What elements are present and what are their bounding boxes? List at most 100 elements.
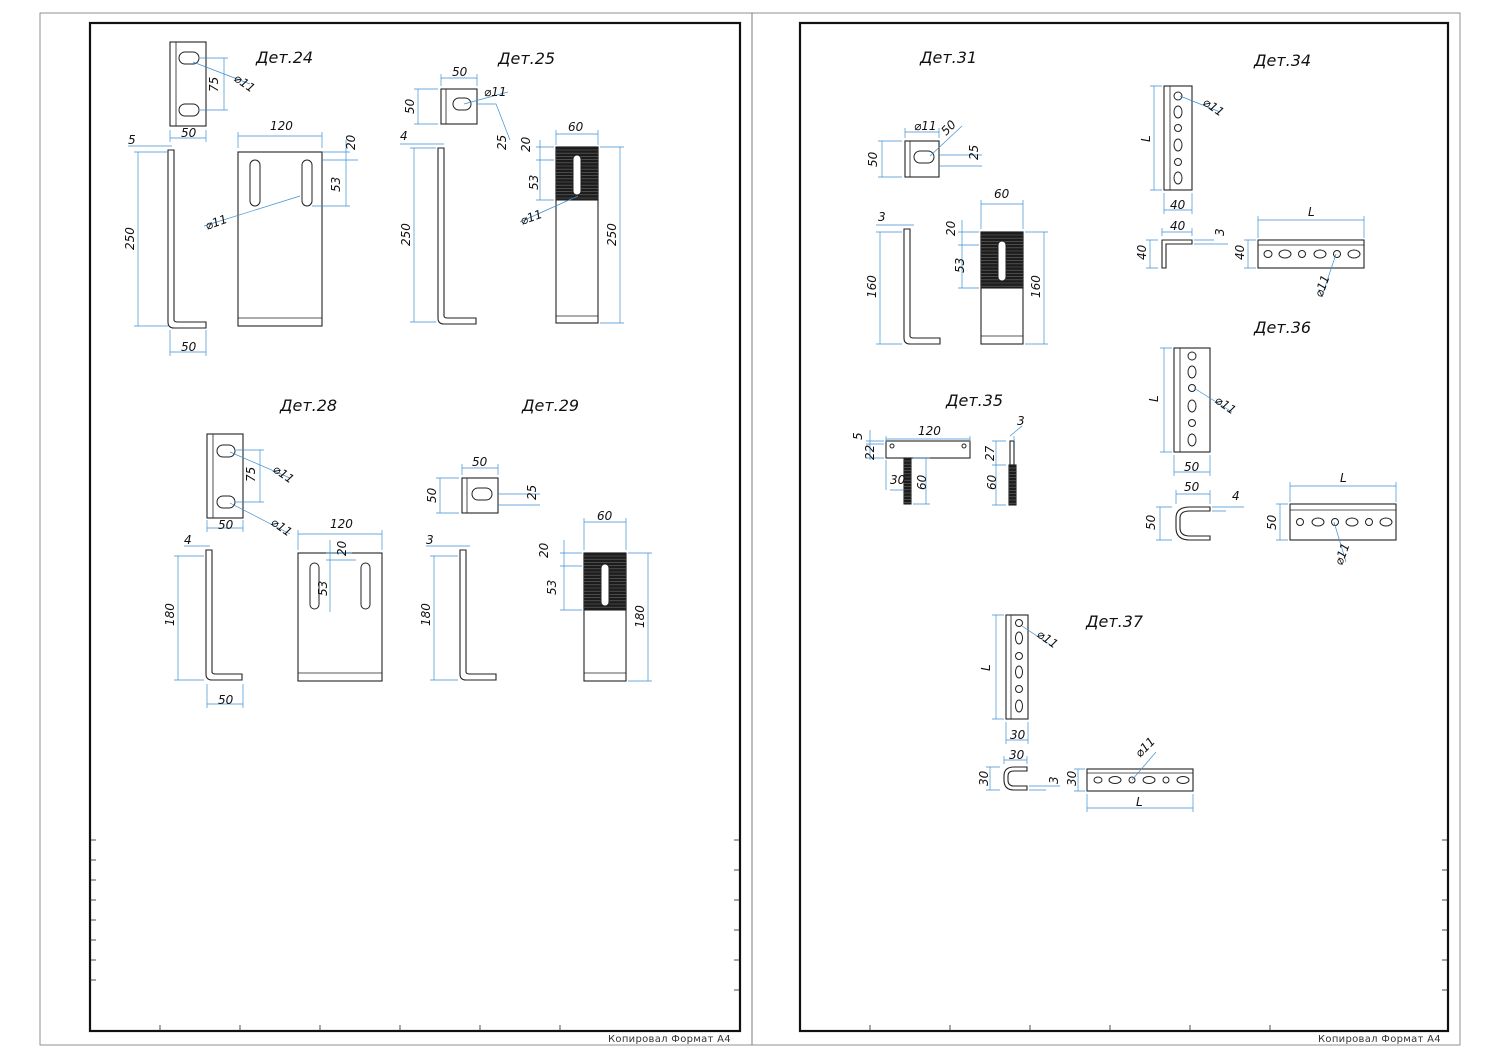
part-det28: Дет.28 75 ⌀11 50 ⌀11 4 180 50 120 20 53 <box>163 396 383 708</box>
sheet-right-stamp: Копировал Формат А4 <box>1318 1034 1441 1045</box>
dim-label: 20 <box>335 540 349 556</box>
part-det36: Дет.36 L ⌀11 50 50 50 4 L 50 <box>1144 318 1397 567</box>
part-det35-hole <box>961 443 967 449</box>
dim-label: L <box>1136 795 1143 809</box>
dim-label: 50 <box>181 126 197 140</box>
rib-lines <box>904 460 911 503</box>
dim-label: 50 <box>403 98 417 114</box>
dim-label: 53 <box>545 580 559 595</box>
dim-label: 22 <box>863 445 877 460</box>
dim-label: ⌀11 <box>1212 393 1238 417</box>
part-det24-slot <box>301 159 313 207</box>
dim-label: 60 <box>597 509 613 523</box>
dim-label: 20 <box>344 134 358 150</box>
part-det37-hole <box>1015 685 1023 693</box>
dim-label: 180 <box>163 603 177 626</box>
dim-label: 27 <box>983 445 997 461</box>
part-det24-title: Дет.24 <box>255 48 313 67</box>
dim-label: 250 <box>123 227 137 250</box>
part-det37-slot <box>1015 631 1023 645</box>
dim-label: ⌀11 <box>1034 627 1060 651</box>
part-det37-section <box>1003 766 1028 791</box>
dim-label: ⌀11 <box>1200 95 1226 119</box>
part-det37-side-view <box>1086 768 1194 792</box>
dim-label: 75 <box>207 77 221 92</box>
part-det34-slot <box>1173 171 1183 185</box>
part-det34: Дет.34 L ⌀11 40 40 40 3 L 40 <box>1135 51 1365 299</box>
part-det29-title: Дет.29 <box>521 396 579 415</box>
part-det36-slot <box>1187 365 1197 379</box>
dim-label: 40 <box>1135 244 1149 260</box>
part-det29-side-profile <box>459 549 497 681</box>
dim-label: 30 <box>977 770 991 786</box>
part-det34-slot <box>1278 249 1292 259</box>
dim-label: 250 <box>399 223 413 246</box>
part-det37-hole <box>1015 652 1023 660</box>
part-det36-hole <box>1188 384 1196 392</box>
part-det36-slot <box>1187 399 1197 413</box>
dim-label: 160 <box>1029 275 1043 298</box>
part-det31-slot <box>997 240 1007 282</box>
dim-label: 50 <box>1144 514 1158 530</box>
sheet-left-edge-ticks <box>90 839 740 1031</box>
part-det37-slot <box>1176 776 1190 784</box>
part-det37-hole <box>1093 776 1103 784</box>
dim-label: 53 <box>953 258 967 273</box>
dim-label: 30 <box>1010 728 1026 742</box>
part-det36-title: Дет.36 <box>1253 318 1311 337</box>
part-det36-slot <box>1311 517 1325 527</box>
part-det34-slot <box>1313 249 1327 259</box>
part-det25-title: Дет.25 <box>497 49 555 68</box>
dim-label: 120 <box>330 517 353 531</box>
part-det25-slot <box>452 97 472 111</box>
part-det37: Дет.37 L ⌀11 30 30 30 3 30 ⌀11 <box>977 612 1194 812</box>
dim-label: 75 <box>244 467 258 482</box>
part-det35: Дет.35 120 5 22 30 60 3 27 60 <box>851 391 1025 506</box>
dim-label: 50 <box>452 65 468 79</box>
part-det29: Дет.29 50 50 25 3 180 60 20 53 180 <box>419 396 652 682</box>
dim-label: 20 <box>944 220 958 236</box>
sheet-right-edge-ticks <box>869 839 1448 1031</box>
sheet-right-outer-border <box>751 12 1461 1046</box>
dim-label: ⌀11 <box>1332 541 1353 567</box>
part-det25-slot <box>572 154 582 196</box>
dim-label: 40 <box>1170 198 1186 212</box>
dim-label: 4 <box>184 533 192 547</box>
dim-label: 40 <box>1170 219 1186 233</box>
part-det24: Дет.24 50 75 ⌀11 5 250 50 120 20 53 ⌀11 <box>123 41 358 356</box>
dim-label: 50 <box>1265 514 1279 530</box>
part-det34-hole <box>1174 158 1182 166</box>
dim-label: 250 <box>605 223 619 246</box>
sheet-right: Копировал Формат А4 <box>751 12 1461 1046</box>
dim-label: 50 <box>218 518 234 532</box>
dim-label: L <box>1308 205 1315 219</box>
dim-label: 50 <box>1184 460 1200 474</box>
dim-label: 25 <box>967 145 981 160</box>
part-det37-title: Дет.37 <box>1085 612 1144 631</box>
dim-label: L <box>1147 395 1161 402</box>
dim-label: 3 <box>878 210 886 224</box>
dim-label: 180 <box>633 605 647 628</box>
part-det36-hole <box>1365 518 1373 526</box>
dim-label: 3 <box>1047 776 1061 784</box>
dim-label: 180 <box>419 603 433 626</box>
part-det36-slot <box>1345 517 1359 527</box>
part-det37-slot <box>1142 776 1156 784</box>
part-det35-ribbed-leg <box>903 457 912 505</box>
dim-label: ⌀11 <box>268 515 294 539</box>
part-det36-slot <box>1187 433 1197 447</box>
dim-label: 120 <box>918 424 941 438</box>
part-det28-slot <box>216 495 236 509</box>
part-det35-hole <box>889 443 895 449</box>
dim-label: 50 <box>218 693 234 707</box>
part-det35-top-view <box>885 440 971 459</box>
dim-label: 120 <box>270 119 293 133</box>
part-det37-hole <box>1162 776 1170 784</box>
dim-label: 50 <box>472 455 488 469</box>
part-det37-slot <box>1108 776 1122 784</box>
dim-label: 40 <box>1233 244 1247 260</box>
part-det28-title: Дет.28 <box>279 396 337 415</box>
dim-label: L <box>979 664 993 671</box>
part-det34-hole <box>1333 250 1341 258</box>
part-det36-hole <box>1187 351 1197 361</box>
